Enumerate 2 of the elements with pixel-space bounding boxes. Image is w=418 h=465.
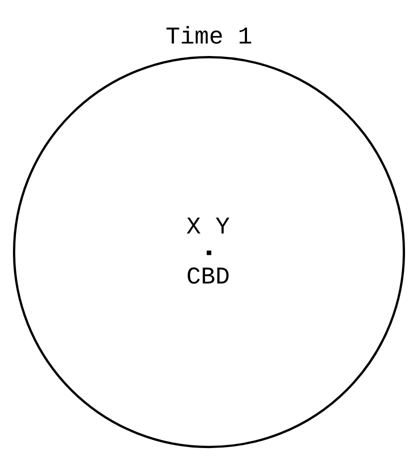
diagram-title: Time 1	[166, 24, 252, 52]
node-circle: X Y CBD	[12, 56, 406, 448]
